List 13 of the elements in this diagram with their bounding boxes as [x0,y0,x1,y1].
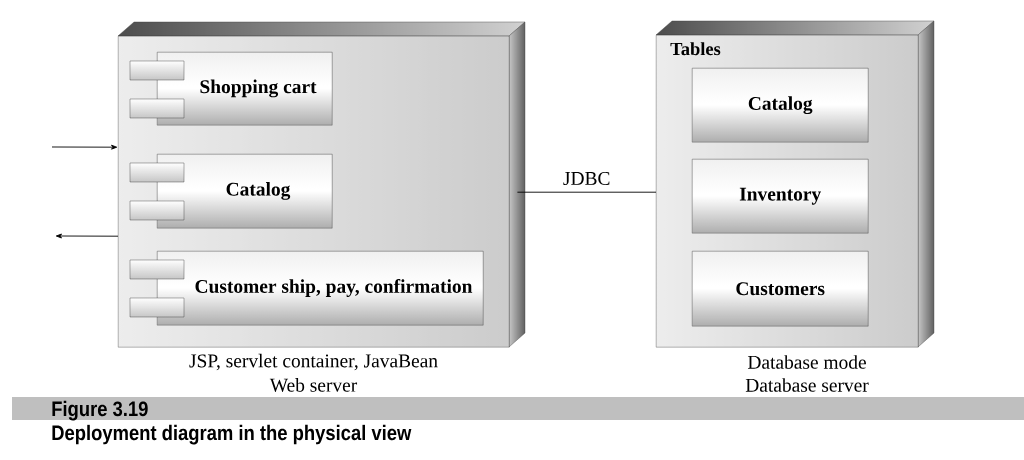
table-box: Catalog [692,68,869,143]
arrow [55,233,119,239]
node-caption: Database mode [747,355,866,369]
node-caption: Web server [269,378,358,392]
table-box: Inventory [692,159,869,234]
caption-bar: Figure 3.19 [12,397,1024,421]
edge-label: JDBC [561,170,612,186]
node-caption: JSP, servlet container, JavaBean [189,353,438,371]
table-box: Customers [692,251,869,327]
connector-line [516,191,657,193]
node-caption: Database server [745,378,869,392]
caption: Deployment diagram in the physical view [52,424,412,445]
arrow [51,144,118,150]
